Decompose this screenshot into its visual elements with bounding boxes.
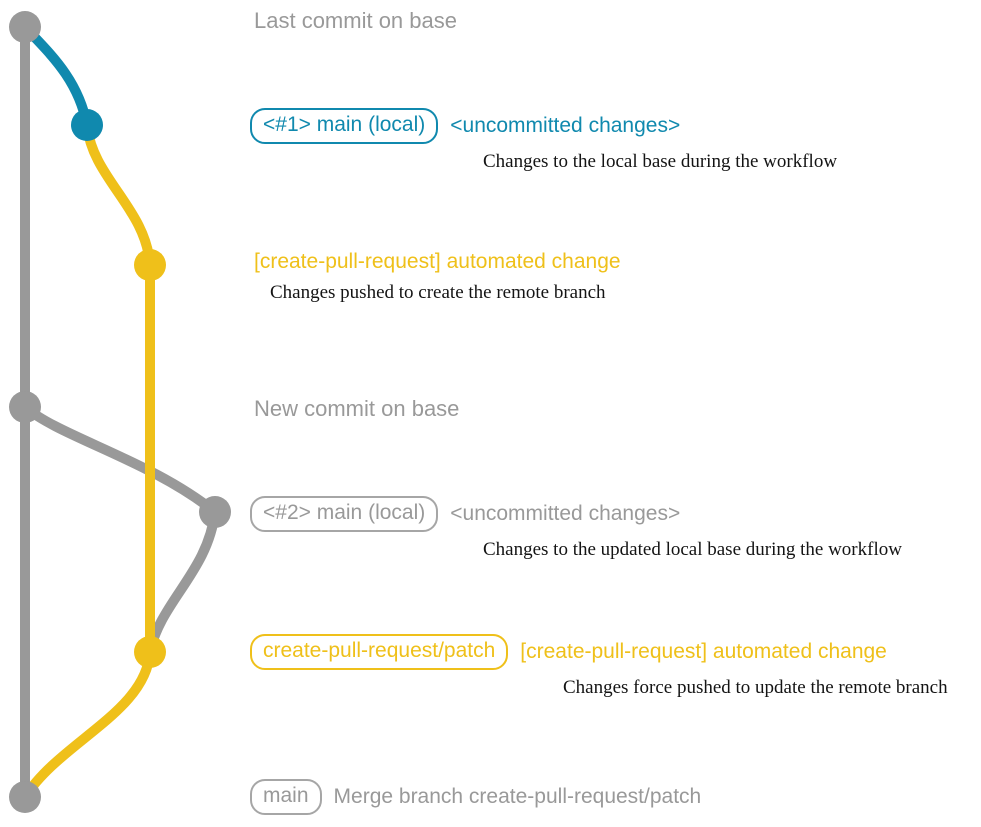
ref-badge-main-local-2[interactable]: <#2> main (local)	[250, 496, 439, 532]
node-merge[interactable]	[9, 781, 41, 813]
commit-head: <#2> main (local) <uncommitted changes>	[250, 496, 680, 532]
commit-head: main Merge branch create-pull-request/pa…	[250, 779, 701, 815]
node-local-2[interactable]	[199, 496, 231, 528]
commit-entry-base-new: New commit on base	[254, 396, 459, 422]
node-base-new[interactable]	[9, 391, 41, 423]
node-remote-2[interactable]	[134, 636, 166, 668]
commit-head: Last commit on base	[254, 8, 457, 34]
commit-entry-automated-1: [create-pull-request] automated change C…	[254, 249, 621, 304]
commit-subject: [create-pull-request] automated change	[520, 640, 887, 663]
edge-remote2-to-merge	[20, 647, 155, 802]
commit-subject: <uncommitted changes>	[450, 502, 681, 525]
commit-head: create-pull-request/patch [create-pull-r…	[250, 634, 887, 670]
commit-entry-base-last: Last commit on base	[254, 8, 457, 34]
commit-entry-local-1: <#1> main (local) <uncommitted changes> …	[250, 108, 837, 173]
commit-subject: <uncommitted changes>	[450, 114, 681, 137]
commit-subject: [create-pull-request] automated change	[254, 250, 621, 273]
commit-entry-merge: main Merge branch create-pull-request/pa…	[250, 779, 701, 815]
commit-note: Changes to the updated local base during…	[483, 539, 902, 560]
commit-note: Changes pushed to create the remote bran…	[270, 282, 606, 303]
commit-entry-local-2: <#2> main (local) <uncommitted changes> …	[250, 496, 902, 561]
commit-note: Changes force pushed to update the remot…	[563, 677, 948, 698]
ref-badge-main[interactable]: main	[250, 779, 322, 815]
commit-subject: New commit on base	[254, 396, 460, 421]
node-base-last[interactable]	[9, 11, 41, 43]
node-remote-1[interactable]	[134, 249, 166, 281]
ref-badge-main-local-1[interactable]: <#1> main (local)	[250, 108, 439, 144]
node-local-1[interactable]	[71, 109, 103, 141]
commit-head: New commit on base	[254, 396, 459, 422]
commit-note: Changes to the local base during the wor…	[483, 151, 838, 172]
commit-head: <#1> main (local) <uncommitted changes>	[250, 108, 680, 144]
commit-subject: Merge branch create-pull-request/patch	[333, 785, 702, 808]
commit-head: [create-pull-request] automated change	[254, 249, 621, 275]
edge-local1-to-remote1	[82, 120, 155, 270]
commit-subject: Last commit on base	[254, 8, 457, 33]
edge-base-to-local2	[20, 402, 220, 517]
commit-entry-automated-2: create-pull-request/patch [create-pull-r…	[250, 634, 948, 699]
ref-badge-create-pull-request-patch[interactable]: create-pull-request/patch	[250, 634, 509, 670]
